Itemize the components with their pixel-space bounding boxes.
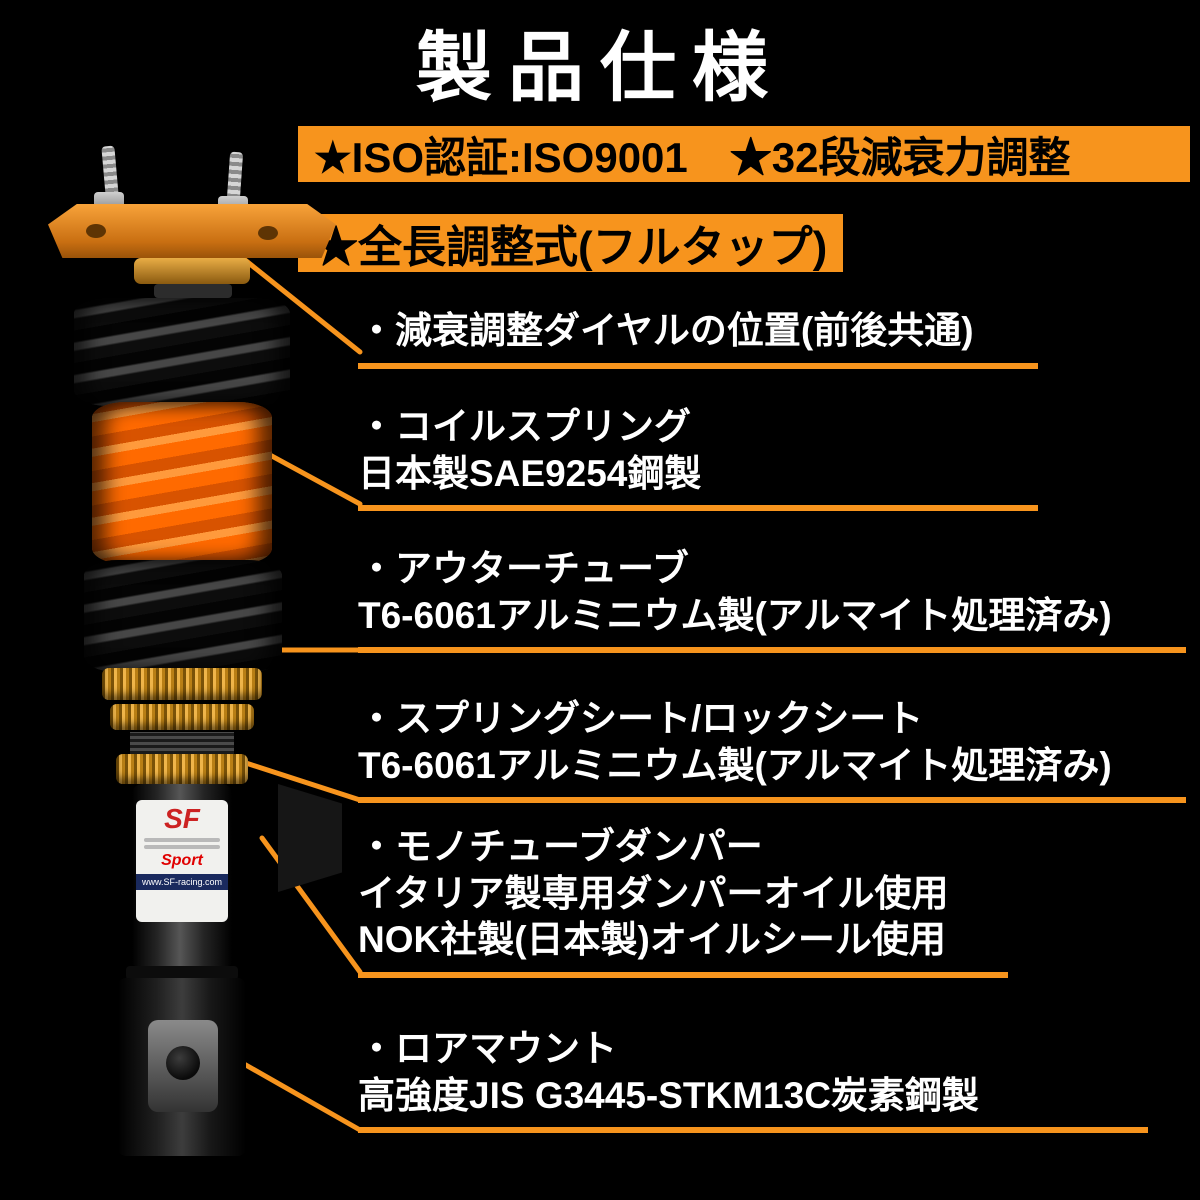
- upper-spring-seat: [154, 284, 232, 298]
- sticker-text-bar: [144, 844, 220, 849]
- callout-lower-mount: ・ロアマウント 高強度JIS G3445-STKM13C炭素鋼製: [358, 1026, 1148, 1134]
- lower-mount-collar: [126, 966, 238, 980]
- coil-spring-orange: [92, 402, 272, 564]
- callout-text: ・モノチューブダンパー: [358, 826, 763, 867]
- callout-underline: [358, 362, 1038, 369]
- spring-seat-collar: [102, 668, 262, 700]
- page-title: 製品仕様: [416, 26, 784, 111]
- callout-underline: [358, 971, 1008, 978]
- callout-text: ・ロアマウント: [358, 1028, 617, 1069]
- lock-ring-collar: [116, 754, 248, 784]
- full-length-adjust-banner: ★全長調整式(フルタップ): [298, 214, 844, 272]
- threaded-tube: [130, 732, 234, 754]
- callout-text: T6-6061アルミニウム製(アルマイト処理済み): [358, 744, 1112, 786]
- callout-coil-spring: ・コイルスプリング 日本製SAE9254鋼製: [358, 404, 1038, 512]
- iso-certification-banner: ★ISO認証:ISO9001 ★32段減衰力調整: [298, 126, 1190, 182]
- plate-hole-icon: [86, 224, 106, 238]
- callout-text: ・コイルスプリング: [358, 406, 691, 447]
- coil-spring-upper: [74, 298, 290, 406]
- brand-sticker: SF Sport www.SF-racing.com: [136, 800, 228, 922]
- lock-seat-collar: [110, 704, 254, 730]
- brand-model: Sport: [161, 851, 203, 869]
- coil-spring-lower: [84, 560, 282, 672]
- callout-text: T6-6061アルミニウム製(アルマイト処理済み): [358, 594, 1112, 636]
- lower-mount-bolt-hole-icon: [166, 1046, 200, 1080]
- callout-spring-seat: ・スプリングシート/ロックシート T6-6061アルミニウム製(アルマイト処理済…: [358, 696, 1186, 804]
- sticker-text-bar: [144, 837, 220, 842]
- callout-text: ・減衰調整ダイヤルの位置(前後共通): [358, 310, 974, 351]
- callout-damping-dial: ・減衰調整ダイヤルの位置(前後共通): [358, 308, 1038, 369]
- callout-text: イタリア製専用ダンパーオイル使用: [358, 872, 949, 914]
- callout-text: ・スプリングシート/ロックシート: [358, 698, 924, 739]
- callout-text: NOK社製(日本製)オイルシール使用: [358, 919, 946, 961]
- callout-text: 日本製SAE9254鋼製: [358, 452, 702, 494]
- callout-text: 高強度JIS G3445-STKM13C炭素鋼製: [358, 1074, 979, 1116]
- coilover-product-photo: SF Sport www.SF-racing.com: [30, 140, 365, 1160]
- callout-underline: [358, 1127, 1148, 1134]
- callout-monotube-damper: ・モノチューブダンパー イタリア製専用ダンパーオイル使用 NOK社製(日本製)オ…: [358, 824, 1008, 978]
- callout-underline: [358, 505, 1038, 512]
- callout-outer-tube: ・アウターチューブ T6-6061アルミニウム製(アルマイト処理済み): [358, 546, 1186, 654]
- callout-underline: [358, 797, 1186, 804]
- callout-underline: [358, 647, 1186, 654]
- brand-logo: SF: [164, 803, 200, 834]
- pillow-ball-mount: [134, 258, 250, 284]
- brand-url: www.SF-racing.com: [136, 873, 228, 890]
- bracket-fin: [278, 784, 342, 892]
- plate-hole-icon: [258, 226, 278, 240]
- callout-text: ・アウターチューブ: [358, 548, 689, 589]
